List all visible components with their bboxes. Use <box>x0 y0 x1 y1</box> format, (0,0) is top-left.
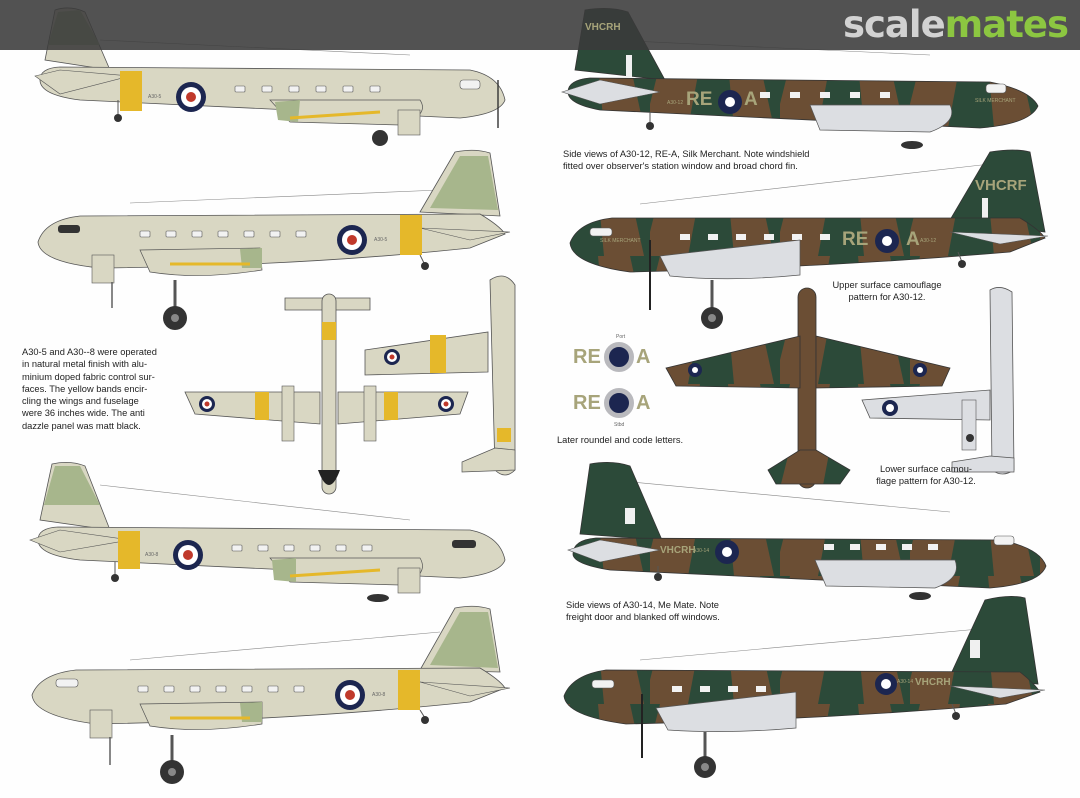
note-a30-5-a30-8: A30-5 and A30--8 were operated in natura… <box>22 347 157 431</box>
a30-12-lower-planform <box>861 287 1015 475</box>
code-a-1: A <box>744 89 758 110</box>
note-a30-12-side-views: Side views of A30-12, RE-A, Silk Merchan… <box>563 149 810 172</box>
a30-5-side-view-2 <box>37 149 511 330</box>
code-re-2: RE <box>842 229 869 250</box>
a30-12-side-view-2 <box>569 149 1049 329</box>
scalemates-logo: scalemates <box>842 3 1069 46</box>
starboard-label: Stbd <box>614 422 625 428</box>
serial-a30-12-2: A30-12 <box>920 238 937 244</box>
later-code-a-1: A <box>636 346 651 368</box>
a30-12-upper-planform <box>665 287 951 489</box>
aircraft-name-2: SILK MERCHANT <box>600 238 641 244</box>
reg-vhcrh-2: VHCRH <box>915 677 951 688</box>
serial-a30-8-1: A30-8 <box>145 552 159 558</box>
later-code-a-2: A <box>636 392 651 414</box>
watermark-bar: scalemates <box>0 0 1080 50</box>
later-code-re-1: RE <box>573 346 601 368</box>
reg-vhcrf: VHCRF <box>975 177 1027 194</box>
serial-a30-8-2: A30-8 <box>372 692 386 698</box>
later-roundel-2 <box>604 388 634 418</box>
serial-a30-14-2: A30-14 <box>897 679 914 685</box>
a30-5-side-view-1 <box>34 7 506 146</box>
note-a30-14-side-views: Side views of A30-14, Me Mate. Note frei… <box>566 600 720 623</box>
a30-8-side-view-2 <box>31 605 511 784</box>
a30-5-planform-vertical <box>364 275 516 476</box>
aircraft-name-1: SILK MERCHANT <box>975 98 1016 104</box>
port-label: Port <box>616 334 626 340</box>
a30-5-planform <box>184 293 469 495</box>
serial-a30-5-2: A30-5 <box>374 237 388 243</box>
later-code-re-2: RE <box>573 392 601 414</box>
serial-a30-12-1: A30-12 <box>667 100 684 106</box>
a30-14-side-view-2 <box>563 596 1046 778</box>
code-re-1: RE <box>686 89 713 110</box>
code-a-2: A <box>906 229 920 250</box>
reg-vhcrh-fin-top: VHCRH <box>585 22 621 33</box>
a30-14-side-view-1 <box>567 462 1047 600</box>
a30-8-side-view-1 <box>29 462 506 602</box>
later-roundel-1 <box>604 342 634 372</box>
serial-a30-5-1: A30-5 <box>148 94 162 100</box>
note-upper-surface: Upper surface camouflage pattern for A30… <box>832 280 942 303</box>
reg-vhcrh-1: VHCRH <box>660 545 696 556</box>
note-lower-surface: Lower surface camou- flage pattern for A… <box>876 464 976 487</box>
note-later-roundel: Later roundel and code letters. <box>557 435 684 445</box>
serial-a30-14-1: A30-14 <box>693 548 710 554</box>
